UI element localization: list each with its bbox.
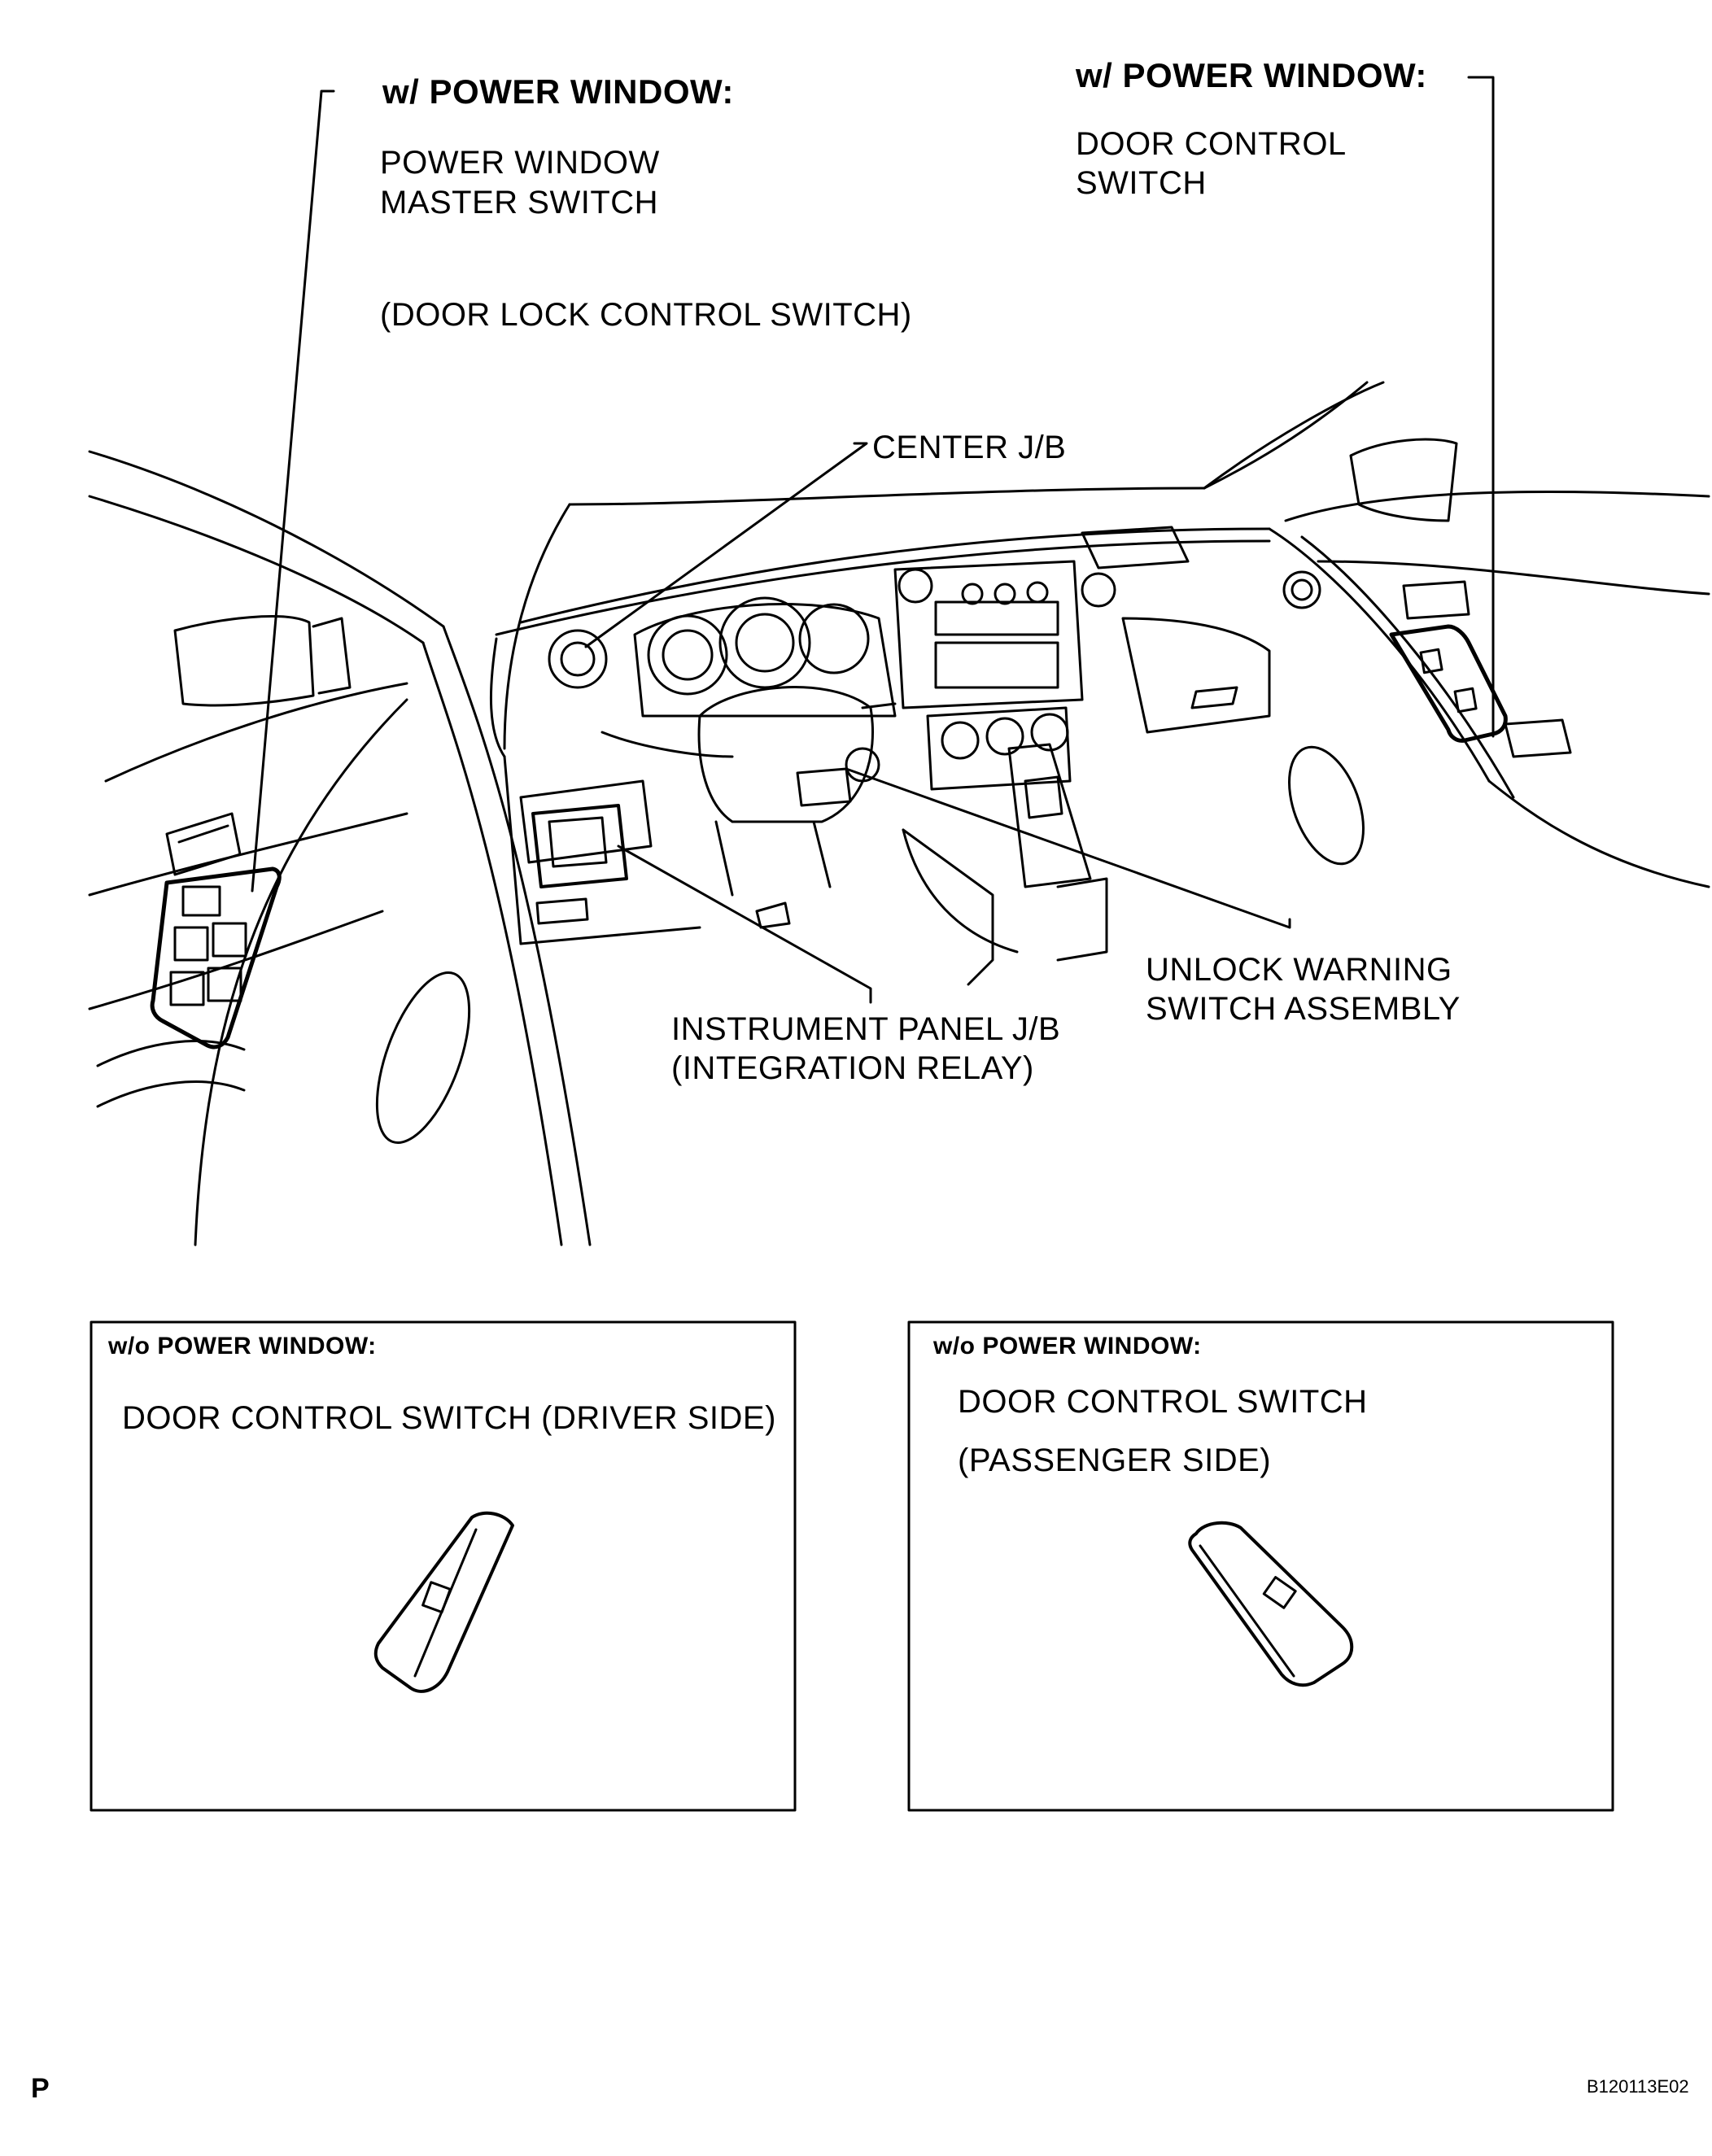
instrument-panel-jb-label-line2: (INTEGRATION RELAY) bbox=[671, 1050, 1034, 1086]
right-bracket-leader bbox=[1467, 76, 1495, 738]
left-header-label: w/ POWER WINDOW: bbox=[382, 72, 734, 111]
center-jb-label: CENTER J/B bbox=[872, 430, 1067, 465]
figure-id: B120113E02 bbox=[1587, 2076, 1689, 2097]
unlock-warning-label-line1: UNLOCK WARNING bbox=[1146, 952, 1452, 988]
door-control-switch-label-line1: DOOR CONTROL bbox=[1076, 126, 1347, 162]
right-door-and-pillar bbox=[1203, 381, 1710, 888]
box-right-frame bbox=[907, 1320, 1614, 1812]
instrument-panel-jb-label-line1: INSTRUMENT PANEL J/B bbox=[671, 1011, 1061, 1047]
leader-lines bbox=[584, 442, 1291, 1004]
box-right-caption-line2: (PASSENGER SIDE) bbox=[958, 1442, 1272, 1478]
dashboard bbox=[489, 381, 1369, 986]
master-switch-label-line1: POWER WINDOW bbox=[380, 145, 660, 181]
door-switch-driver-illustration bbox=[373, 1511, 514, 1693]
door-switch-passenger-illustration bbox=[1188, 1521, 1354, 1687]
door-control-switch-label-line2: SWITCH bbox=[1076, 165, 1207, 201]
left-door-and-pillar bbox=[88, 450, 592, 1246]
box-left-caption: DOOR CONTROL SWITCH (DRIVER SIDE) bbox=[122, 1400, 776, 1436]
box-left-frame bbox=[90, 1320, 797, 1812]
unlock-warning-label-line2: SWITCH ASSEMBLY bbox=[1146, 991, 1461, 1027]
box-left-header: w/o POWER WINDOW: bbox=[108, 1333, 377, 1360]
power-window-master-switch bbox=[150, 866, 282, 1050]
door-lock-control-label: (DOOR LOCK CONTROL SWITCH) bbox=[380, 297, 912, 333]
box-right-header: w/o POWER WINDOW: bbox=[933, 1333, 1202, 1360]
master-switch-label-line2: MASTER SWITCH bbox=[380, 185, 659, 220]
door-control-switch-right bbox=[1389, 624, 1508, 743]
left-bracket-leader bbox=[251, 89, 335, 893]
right-header-label: w/ POWER WINDOW: bbox=[1076, 56, 1427, 94]
page-code: P bbox=[31, 2073, 50, 2104]
box-right-caption-line1: DOOR CONTROL SWITCH bbox=[958, 1384, 1368, 1420]
